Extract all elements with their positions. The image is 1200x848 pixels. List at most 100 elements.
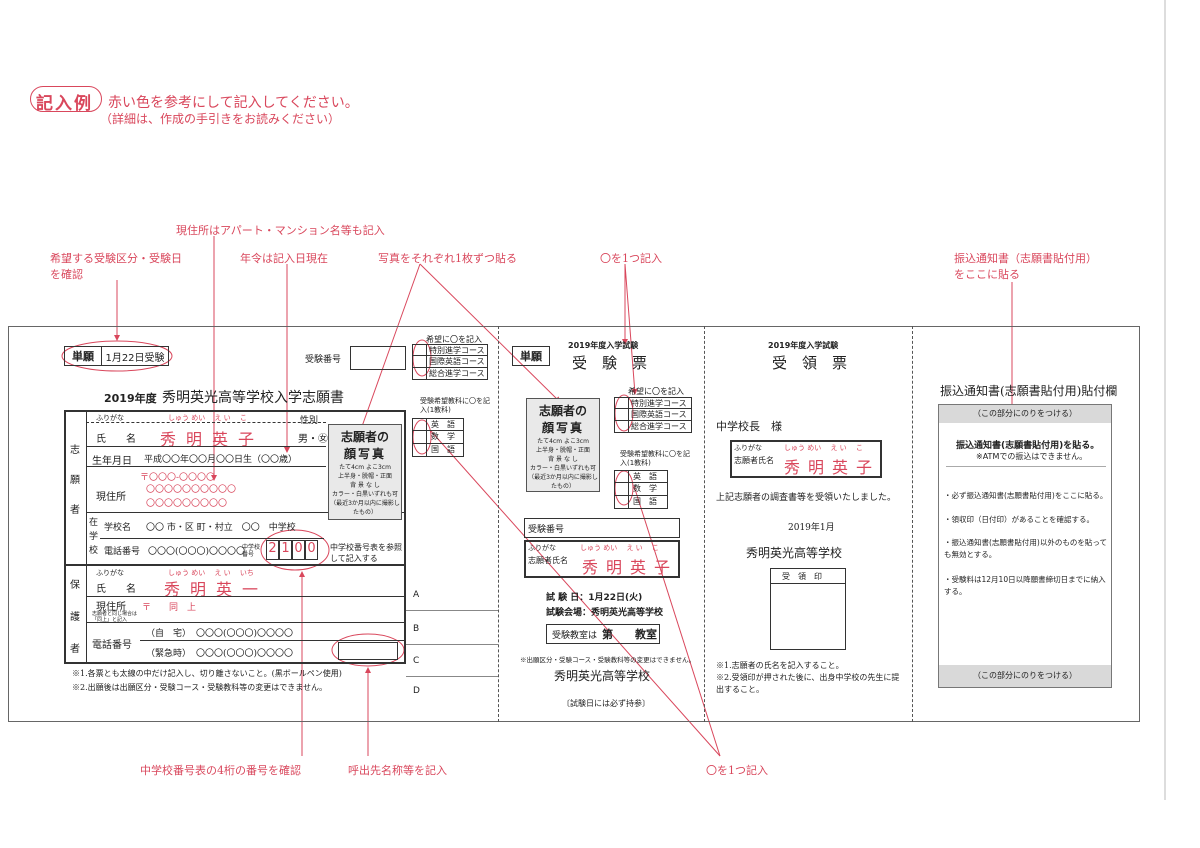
school-side-label: 在 学 校 (89, 516, 98, 558)
guardian-address-value: 〒 同 上 (142, 603, 197, 613)
ticket-room: 第 教室 (602, 628, 657, 641)
course-label: 国際英語コース (631, 410, 687, 419)
photo-rule-4: （最近3か月以内に撮影したもの） (330, 500, 400, 516)
dob-label: 生年月日 (92, 456, 132, 467)
subject-item-1: 英 語 (614, 470, 668, 483)
subject-label: 国 語 (431, 445, 455, 454)
photo-title-1: 志願者の (538, 404, 587, 418)
application-photo: 志願者の 顔写真 たて4cm よこ3cm 上半身・脱帽・正面 背 景 な し カ… (328, 424, 402, 520)
school-side-2: 学 (89, 532, 99, 542)
emergency-tel-label: （緊急時） (146, 649, 192, 659)
guardian-side-3: 者 (70, 644, 80, 655)
applicant-side-2: 願 (70, 475, 80, 486)
row-rule-7 (86, 622, 406, 623)
address-postal: 〒〇〇〇-〇〇〇〇 (140, 473, 216, 483)
receipt-year: 2019年度入学試験 (768, 341, 839, 350)
exam-date-cell: 1月22日受験 (101, 346, 169, 366)
applicant-col-line (86, 410, 87, 564)
receipt-text: 上記志願者の調査書等を受領いたしました。 (716, 493, 897, 503)
exam-no-label: 受験番号 (304, 354, 341, 365)
course-label: 特別進学コース (631, 399, 687, 408)
subject-item-1: 英 語 (412, 418, 464, 431)
course-item-2: 国際英語コース (412, 356, 488, 368)
subject-label: 数 学 (431, 432, 455, 441)
name-label: 氏 名 (96, 434, 136, 445)
furigana-value: しゅう めい え い こ (168, 414, 247, 422)
side-letter-b: B (413, 624, 420, 634)
school-code-boxes: 2 1 0 0 (266, 540, 318, 560)
course-item-2: 国際英語コース (614, 409, 692, 421)
ticket-room-label: 受験教室は (552, 631, 598, 641)
application-table (64, 410, 406, 664)
application-title: 秀明英光高等学校入学志願書 (162, 390, 344, 406)
receipt-title: 受 領 票 (772, 354, 848, 372)
school-code-digit: 0 (292, 540, 305, 560)
applicant-side-1: 志 (70, 445, 80, 456)
transfer-glue-top: （この部分にのりをつける） (939, 405, 1111, 423)
receipt-name: 秀明英子 (784, 458, 881, 477)
photo-rule-2: 背 景 な し (350, 482, 380, 489)
transfer-atm: ※ATMでの振込はできません。 (976, 452, 1088, 461)
side-rule-1 (406, 610, 498, 611)
receipt-furigana-label: ふりがな (734, 444, 762, 452)
receipt-school: 秀明英光高等学校 (746, 546, 843, 560)
applicant-side-label: 志 願 者 (70, 436, 80, 526)
page-edge (1164, 0, 1166, 800)
annotation-age: 年令は記入日現在 (240, 252, 328, 265)
course-item-1: 特別進学コース (412, 344, 488, 356)
gender-label: 性別 (300, 416, 319, 426)
course-header: 希望に〇を記入 (426, 335, 482, 344)
subject-label: 数 学 (633, 484, 657, 493)
guardian-furigana-value: しゅう めい え い いち (168, 569, 254, 577)
ticket-furigana-label: ふりがな (528, 544, 556, 552)
receipt-stamp-rule (770, 583, 846, 584)
annotation-select-exam-2: を確認 (50, 268, 83, 281)
subject-item-2: 数 学 (412, 431, 464, 444)
photo-title-1: 志願者の (340, 430, 389, 444)
receipt-date: 2019年1月 (788, 523, 835, 533)
annotation-contact: 呼出先名称等を記入 (348, 764, 447, 777)
guardian-name-label: 氏 名 (96, 584, 136, 595)
ticket-room-box (546, 624, 660, 644)
receipt-stamp-label: 受 領 印 (782, 572, 822, 581)
row-rule-3 (86, 512, 404, 513)
annotation-circle: 〇を1つ記入 (600, 252, 662, 265)
address-line-1: 〇〇〇〇〇〇〇〇〇〇 (146, 485, 237, 495)
subject-box: 英 語 数 学 国 語 (412, 418, 464, 457)
transfer-title: 振込通知書(志願書貼付用)貼付欄 (940, 384, 1118, 398)
photo-rule-3: カラー・白黒いずれも可 (529, 465, 596, 472)
applicant-name: 秀明英子 (160, 430, 265, 449)
receipt-note-2: ※2.受領印が押された後に、出身中学校の先生に提出すること。 (716, 673, 900, 694)
subject-label: 英 語 (431, 420, 455, 429)
application-note-1: ※1.各票とも太線の中だけ記入し、切り離さないこと。(黒ボールペン使用) (72, 669, 342, 678)
subject-label: 英 語 (633, 472, 657, 481)
contact-name-box (338, 642, 398, 660)
course-item-3: 総合進学コース (412, 368, 488, 380)
photo-rule-3: カラー・白黒いずれも可 (331, 491, 398, 498)
header-instruction: 赤い色を参考にして記入してください。 (108, 95, 359, 111)
school-tel-label: 電話番号 (104, 547, 141, 557)
ticket-school: 秀明英光高等学校 (554, 669, 651, 683)
photo-rule-2: 背 景 な し (548, 456, 578, 463)
school-code-digit: 0 (305, 540, 318, 560)
row-rule-2 (86, 466, 326, 467)
school-label: 学校名 (104, 523, 132, 533)
annotation-address: 現住所はアパート・マンション名等も記入 (176, 224, 385, 237)
example-badge (30, 86, 102, 112)
school-value: 〇〇 市・区 町・村立 〇〇 中学校 (146, 523, 296, 533)
address-line-2: 〇〇〇〇〇〇〇〇〇 (146, 499, 228, 509)
school-tel-value: 〇〇〇(〇〇〇)〇〇〇〇 (148, 547, 246, 557)
ticket-name: 秀明英子 (582, 558, 679, 577)
annotation-circle-bottom: 〇を1つ記入 (706, 764, 768, 777)
guardian-name: 秀明英一 (164, 580, 269, 599)
divider-2 (704, 326, 705, 722)
subject-item-2: 数 学 (614, 483, 668, 496)
applicant-side-3: 者 (70, 505, 80, 516)
subject-label: 国 語 (633, 497, 657, 506)
ticket-year: 2019年度入学試験 (568, 341, 639, 350)
transfer-head: 振込通知書(志願書貼付用)を貼る。 (956, 441, 1100, 451)
side-letter-d: D (413, 686, 420, 696)
transfer-bullet-3: ・振込通知書(志願書貼付用)以外のものを貼っても無効とする。 (944, 538, 1107, 559)
transfer-bullet-2: ・領収印（日付印）があることを確認する。 (944, 515, 1094, 524)
gender-value: 男・㊛ (298, 434, 328, 445)
